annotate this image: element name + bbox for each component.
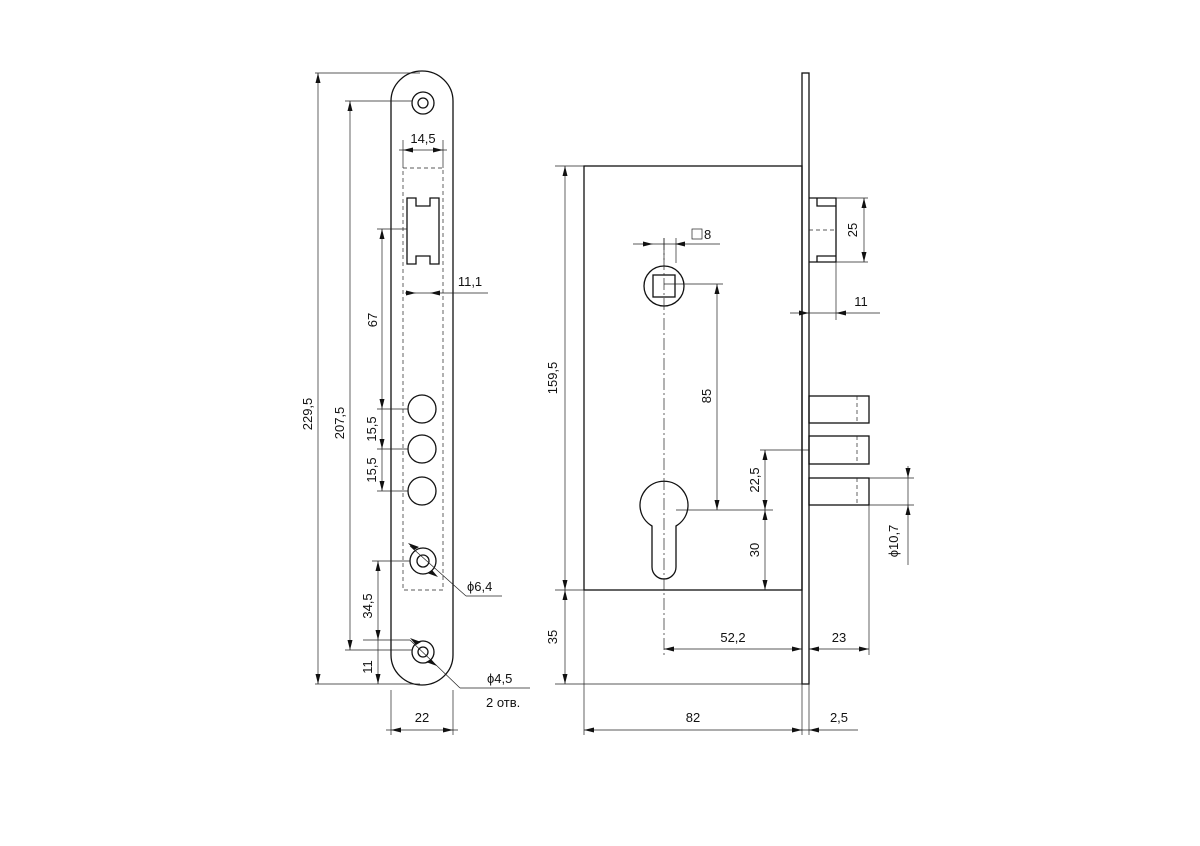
dim-cylinder-offset: 30 (747, 543, 762, 557)
hidden-body-outline (402, 167, 444, 591)
faceplate-dimension-lines (317, 73, 530, 731)
dim-bolt-diameter: ϕ10,7 (886, 525, 901, 558)
bottom-screw-hole-inner (417, 646, 429, 658)
dim-slot-offset: 11,1 (458, 274, 482, 289)
cylinder-cutout (639, 480, 689, 580)
lock-body (583, 165, 803, 591)
dim-offset-34-5: 34,5 (360, 593, 375, 618)
dim-length-67: 67 (365, 313, 380, 327)
faceplate-edge (801, 72, 810, 685)
dim-latch-projection: 11 (854, 294, 868, 309)
dim-round-bolt-spacing-1: 15,5 (364, 416, 379, 441)
dim-body-height: 159,5 (545, 362, 560, 395)
square-symbol (691, 228, 703, 240)
faceplate-view: 14,5 11,1 67 229,5 207,5 15,5 15,5 ϕ6,4 … (300, 70, 530, 735)
top-screw-hole-outer (411, 91, 435, 115)
faceplate-arrows (315, 73, 453, 733)
dim-faceplate-width-top: 14,5 (410, 131, 435, 146)
dim-latch-height: 25 (845, 223, 860, 237)
bolt-hole-2 (407, 434, 437, 464)
latch-bolt (809, 197, 837, 263)
dim-faceplate-width: 22 (415, 710, 429, 725)
dim-faceplate-thickness: 2,5 (830, 710, 848, 725)
dim-hole-spacing: 207,5 (332, 407, 347, 440)
middle-screw-hole-outer (409, 547, 437, 575)
bolt-hole-3 (407, 476, 437, 506)
side-view: 8 25 11 159,5 85 22,5 ϕ10,7 30 35 52,2 2… (545, 72, 914, 735)
bottom-screw-hole-outer (411, 640, 435, 664)
side-dimension-lines (564, 166, 909, 731)
dim-hole-diameter-small: ϕ4,5 (487, 671, 512, 686)
latch-slot (406, 197, 440, 265)
bolt-hole-1 (407, 394, 437, 424)
dim-overall-length: 229,5 (300, 398, 315, 431)
dim-round-bolt-spacing-2: 15,5 (364, 457, 379, 482)
note-hole-count: 2 отв. (486, 695, 520, 710)
faceplate-outline (390, 70, 454, 686)
dim-spindle-to-cylinder: 85 (699, 389, 714, 403)
side-extension-lines (555, 165, 914, 735)
dim-bolt-pitch: 22,5 (747, 467, 762, 492)
dim-lower-offset: 35 (545, 630, 560, 644)
middle-screw-hole-inner (416, 554, 430, 568)
faceplate-extension-lines (315, 72, 454, 735)
dim-bolt-throw: 23 (832, 630, 846, 645)
side-arrows (562, 166, 911, 733)
dim-backset: 52,2 (720, 630, 745, 645)
round-bolts (808, 395, 870, 506)
dim-spindle-square: 8 (704, 227, 711, 242)
top-screw-hole-inner (417, 97, 429, 109)
dim-hole-diameter-large: ϕ6,4 (467, 579, 492, 594)
dim-offset-11: 11 (360, 660, 375, 674)
dim-body-depth: 82 (686, 710, 700, 725)
